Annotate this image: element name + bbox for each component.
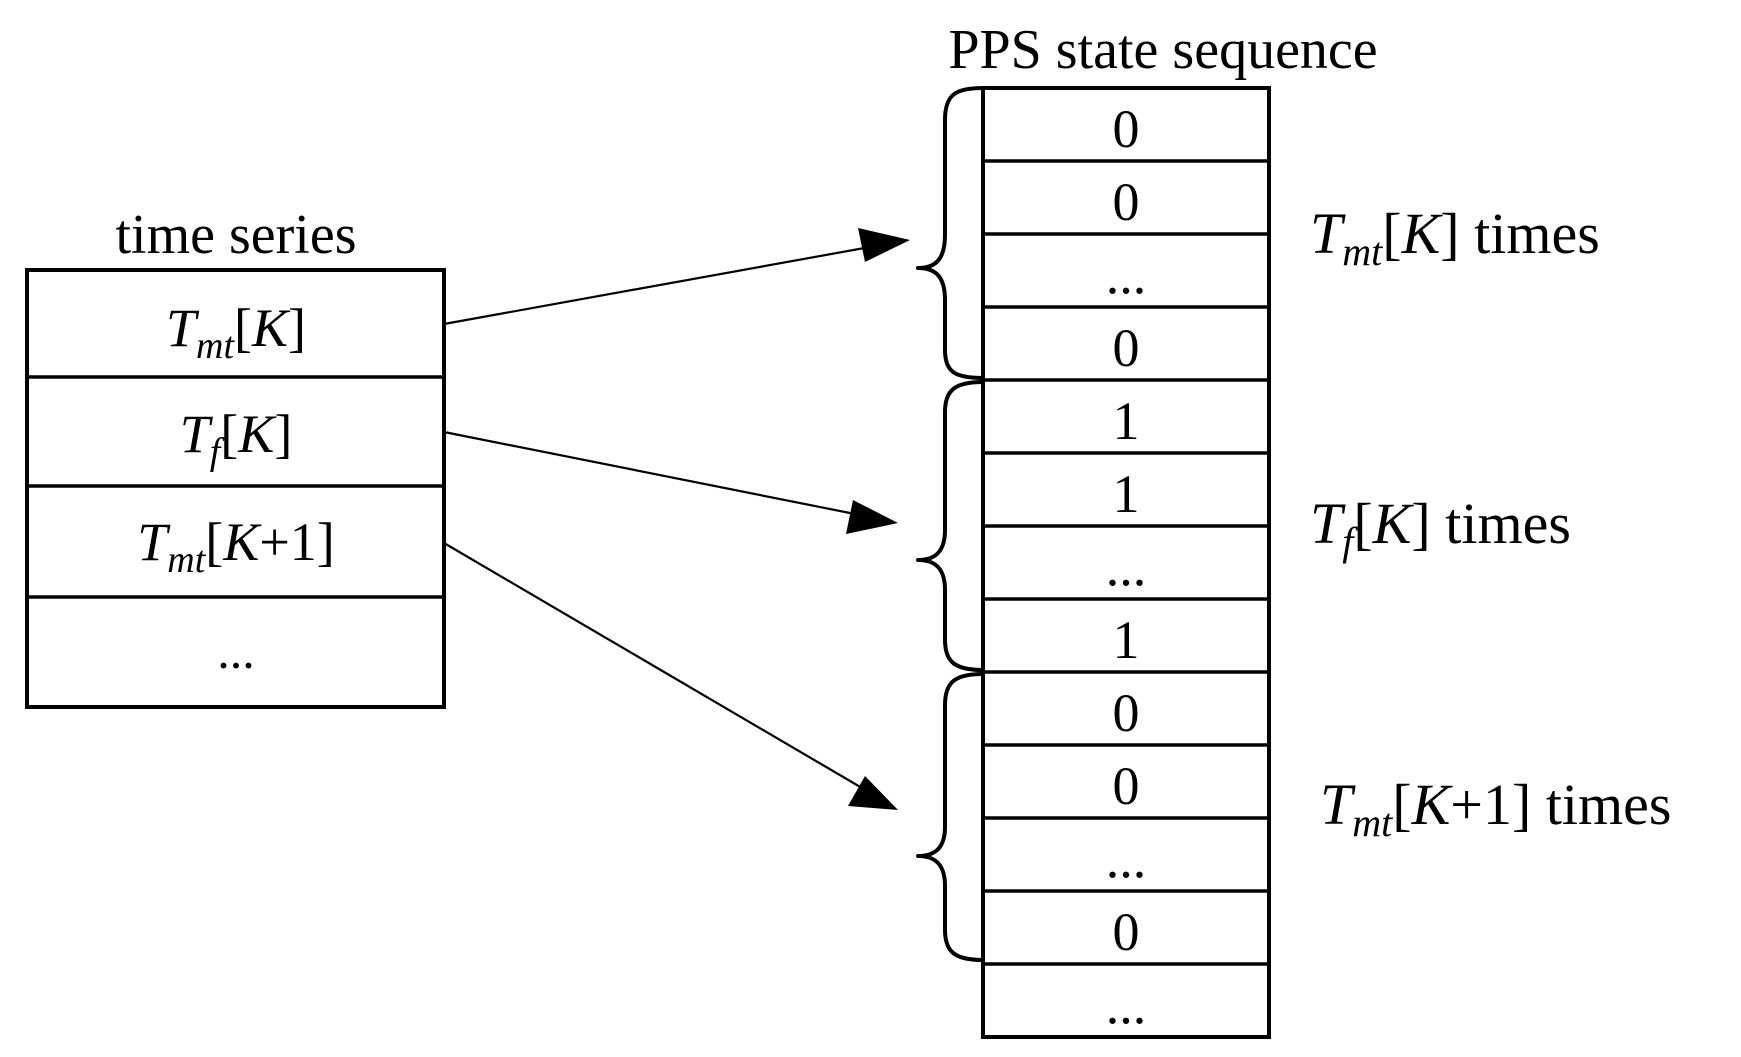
pps-cell: 0: [1113, 683, 1140, 743]
pps-cell: ...: [1106, 537, 1147, 597]
brace-group-1: [916, 86, 985, 380]
pps-cell: 0: [1113, 99, 1140, 159]
brace-group-2: [916, 380, 985, 672]
arrow-tf-k: [443, 430, 898, 534]
pps-cell: ...: [1106, 245, 1147, 305]
pps-cell: 1: [1113, 391, 1140, 451]
pps-cell: ...: [1106, 829, 1147, 889]
time-series-title: time series: [115, 204, 356, 266]
time-series-cell-tmt-k: Tmt[K]: [166, 298, 306, 367]
pps-cell: 0: [1113, 756, 1140, 816]
group-label-tmt-k1-times: Tmt[K+1] times: [1320, 772, 1671, 845]
pps-sequence-frame: [981, 86, 1271, 1039]
time-series-cell-tf-k: Tf[K]: [180, 404, 293, 473]
pps-cell: 1: [1113, 610, 1140, 670]
time-series-cell-tmt-k1: Tmt[K+1]: [137, 512, 335, 581]
pps-cell: ...: [1106, 975, 1147, 1035]
pps-cell: 0: [1113, 318, 1140, 378]
pps-sequence-title: PPS state sequence: [948, 19, 1377, 81]
group-label-tf-k-times: Tf[K] times: [1310, 491, 1571, 564]
arrow-tmt-k: [443, 228, 910, 326]
arrow-tmt-k1: [443, 542, 898, 810]
group-label-tmt-k-times: Tmt[K] times: [1310, 201, 1600, 274]
time-series-cell-ellipsis: ...: [217, 623, 255, 679]
pps-cell: 0: [1113, 172, 1140, 232]
pps-sequence-table: 0 0... 0 1 1... 1 0 0... 0...: [981, 86, 1271, 1039]
time-series-table: [25, 268, 446, 709]
pps-cell: 0: [1113, 902, 1140, 962]
brace-group-3: [916, 672, 985, 962]
pps-cell: 1: [1113, 464, 1140, 524]
